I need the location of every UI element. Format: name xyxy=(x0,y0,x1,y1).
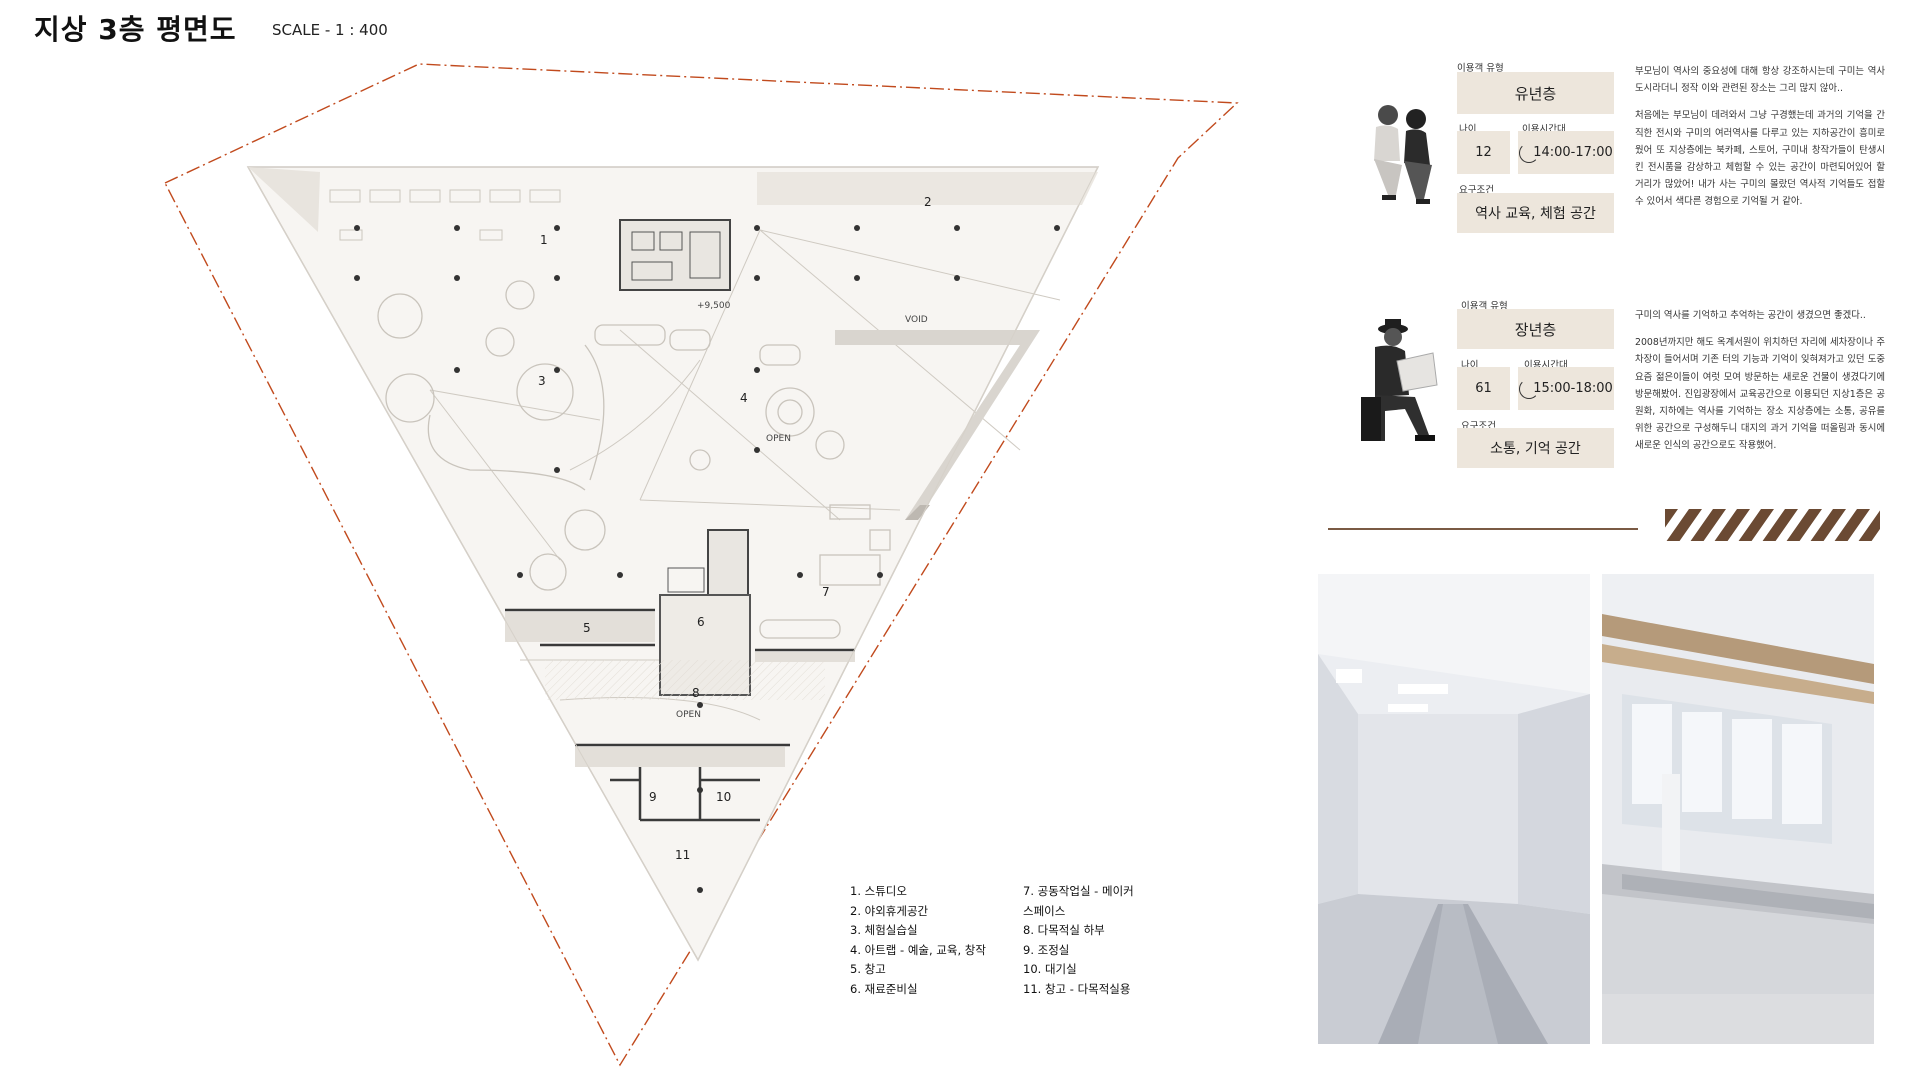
persona1-time-value: 14:00-17:00 xyxy=(1533,145,1613,160)
columns xyxy=(354,225,1060,893)
interior-render-2 xyxy=(1602,574,1874,1044)
plan-annotations: +9,500 VOID OPEN OPEN xyxy=(676,301,928,720)
persona1-quote: 부모님이 역사의 중요성에 대해 항상 강조하시는데 구미는 역사도시라더니 정… xyxy=(1635,63,1885,221)
persona1-req-box: 역사 교육, 체험 공간 xyxy=(1457,193,1614,233)
hatch-band xyxy=(1665,509,1880,541)
persona2-quote: 구미의 역사를 기억하고 추억하는 공간이 생겼으면 좋겠다.. 2008년까지… xyxy=(1635,307,1885,465)
page-title: 지상 3층 평면도 xyxy=(34,13,237,46)
persona2-time-value: 15:00-18:00 xyxy=(1533,381,1613,396)
wall-lines xyxy=(505,608,855,822)
legend-col-1: 1. 스튜디오 2. 야외휴게공간 3. 체험실습실 4. 아트랩 - 예술, … xyxy=(850,882,986,999)
persona1-time-box: 14:00-17:00 xyxy=(1518,131,1614,174)
room-label-9: 9 xyxy=(649,790,657,804)
persona1-time-label: 이용시간대 xyxy=(1522,124,1566,135)
room-label-2: 2 xyxy=(924,195,932,209)
legend-item: 1. 스튜디오 xyxy=(850,884,907,898)
room-label-10: 10 xyxy=(716,790,731,804)
persona2-req-label: 요구조건 xyxy=(1461,421,1496,432)
clock-arc-icon xyxy=(1519,378,1540,399)
wall-shadows xyxy=(505,612,855,767)
room-label-1: 1 xyxy=(540,233,548,247)
room-label-5: 5 xyxy=(583,621,591,635)
clock-arc-icon xyxy=(1519,142,1540,163)
divider-line xyxy=(1328,528,1638,530)
room-label-4: 4 xyxy=(740,391,748,405)
void-label: VOID xyxy=(905,315,928,325)
persona1-type-label: 이용객 유형 xyxy=(1457,63,1504,74)
persona1-age-label: 나이 xyxy=(1459,124,1477,135)
persona2-age-label: 나이 xyxy=(1461,360,1479,371)
floor-plan: 1 2 3 4 5 6 7 8 9 10 11 +9,500 VOID OPEN… xyxy=(164,63,1239,1067)
legend-item: 5. 창고 xyxy=(850,962,886,976)
legend-item: 6. 재료준비실 xyxy=(850,981,918,996)
room-label-7: 7 xyxy=(822,585,830,599)
room-label-6: 6 xyxy=(697,615,705,629)
void-band xyxy=(835,330,1040,520)
persona2-quote-p2: 2008년까지만 해도 옥계서원이 위치하던 자리에 세차장이나 주차장이 들어… xyxy=(1635,337,1885,452)
workstations xyxy=(329,189,561,241)
persona2-time-label: 이용시간대 xyxy=(1524,360,1568,371)
open-label-lower: OPEN xyxy=(676,710,701,720)
interior-render-1 xyxy=(1318,574,1590,1044)
persona1-age-box: 12 xyxy=(1457,131,1510,174)
room-label-8: 8 xyxy=(692,686,700,700)
legend-item: 4. 아트랩 - 예술, 교육, 창작 xyxy=(850,942,986,957)
legend-item: 10. 대기실 xyxy=(1023,962,1077,976)
persona2-quote-p1: 구미의 역사를 기억하고 추억하는 공간이 생겼으면 좋겠다.. xyxy=(1635,310,1866,321)
site-boundary xyxy=(164,63,1239,1067)
room-labels: 1 2 3 4 5 6 7 8 9 10 11 xyxy=(538,195,932,862)
persona1-quote-p1: 부모님이 역사의 중요성에 대해 항상 강조하시는데 구미는 역사도시라더니 정… xyxy=(1635,66,1885,95)
legend-col-2: 7. 공동작업실 - 메이커 스페이스 8. 다목적실 하부 9. 조정실 10… xyxy=(1023,882,1134,999)
legend-item: 스페이스 xyxy=(1023,903,1066,918)
void-edge xyxy=(905,505,930,520)
edge-strokes xyxy=(247,166,1099,961)
open-label-upper: OPEN xyxy=(766,434,791,444)
legend-item: 8. 다목적실 하부 xyxy=(1023,923,1105,937)
legend-item: 11. 창고 - 다목적실용 xyxy=(1023,981,1131,996)
persona2-time-box: 15:00-18:00 xyxy=(1518,367,1614,410)
terrace-band xyxy=(757,172,1098,205)
persona1-quote-p2: 처음에는 부모님이 데려와서 그냥 구경했는데 과거의 기억을 간직한 전시와 … xyxy=(1635,110,1885,208)
persona-children-illustration xyxy=(1374,105,1432,204)
level-mark: +9,500 xyxy=(697,301,731,311)
persona2-type-box: 장년층 xyxy=(1457,309,1614,349)
persona2-type-label: 이용객 유형 xyxy=(1461,301,1508,312)
core-upper xyxy=(619,219,731,291)
legend-item: 3. 체험실습실 xyxy=(850,923,918,937)
shadow-wall xyxy=(248,167,320,232)
persona2-age-box: 61 xyxy=(1457,367,1510,410)
legend-item: 9. 조정실 xyxy=(1023,942,1070,957)
persona2-req-box: 소통, 기억 공간 xyxy=(1457,428,1614,468)
room-label-3: 3 xyxy=(538,374,546,388)
furniture xyxy=(377,280,891,639)
legend-item: 2. 야외휴게공간 xyxy=(850,903,929,918)
persona1-req-label: 요구조건 xyxy=(1459,185,1494,196)
room-label-11: 11 xyxy=(675,848,690,862)
legend-item: 7. 공동작업실 - 메이커 xyxy=(1023,884,1134,898)
persona-elder-illustration xyxy=(1361,319,1438,441)
room-8-band xyxy=(545,660,825,700)
persona1-type-box: 유년층 xyxy=(1457,72,1614,114)
scale-label: SCALE - 1 : 400 xyxy=(272,21,388,39)
